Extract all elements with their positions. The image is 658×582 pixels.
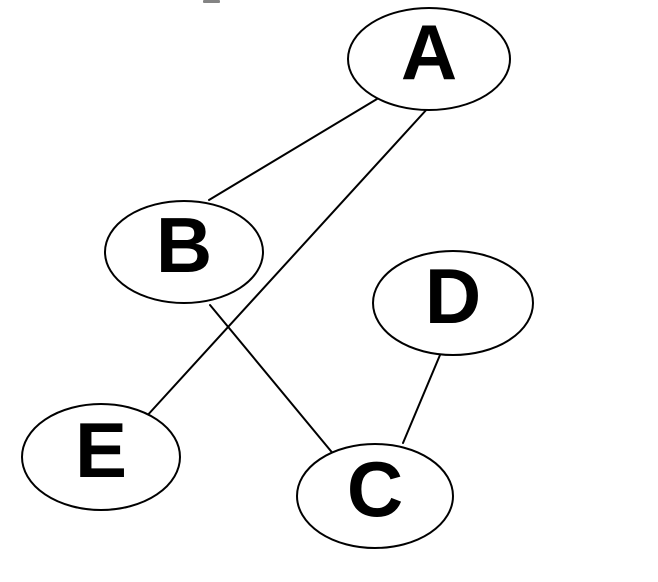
node-A-ellipse xyxy=(347,7,511,111)
node-A-label: A xyxy=(401,8,457,96)
node-C-ellipse xyxy=(296,443,454,549)
node-B-ellipse xyxy=(104,200,264,304)
node-B: B xyxy=(104,200,264,304)
edge-A-E xyxy=(144,107,429,419)
node-E: E xyxy=(21,403,181,511)
nodes-layer: A B C D E xyxy=(21,7,534,549)
cropped-text-artifact xyxy=(203,0,220,3)
node-D-label: D xyxy=(425,252,481,340)
node-C-label: C xyxy=(347,445,403,533)
edge-B-C xyxy=(209,304,336,457)
node-C: C xyxy=(296,443,454,549)
edges-layer xyxy=(144,98,441,457)
node-A: A xyxy=(347,7,511,111)
node-D-ellipse xyxy=(372,250,534,356)
edge-A-B xyxy=(208,98,378,201)
edge-D-C xyxy=(402,354,441,444)
node-E-ellipse xyxy=(21,403,181,511)
node-B-label: B xyxy=(156,201,212,289)
node-D: D xyxy=(372,250,534,356)
node-E-label: E xyxy=(75,406,127,494)
